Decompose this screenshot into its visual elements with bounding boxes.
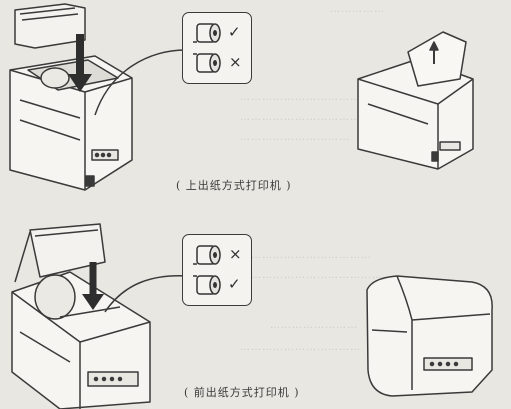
paper-roll-icon [193,53,221,73]
check-icon: ✓ [228,23,241,41]
bleed-through-text: …………………………………… [240,112,394,123]
arrow-down-icon [68,34,92,92]
bottom-caption: ( 前出纸方式打印机 ) [184,386,300,399]
paper-roll-icon [193,23,221,43]
bleed-through-text: ……………………………… [240,250,372,261]
paper-orientation-box-bottom: × ✓ [182,234,252,306]
cross-icon: × [229,53,242,71]
bleed-through-text: ……………………………… [240,92,372,103]
bleed-through-text: …………… [330,4,385,15]
top-printer-closed-illustration [357,31,474,170]
bottom-printer-open-illustration [11,223,151,409]
bottom-printer-closed-illustration [366,275,493,397]
top-caption: ( 上出纸方式打印机 ) [176,179,292,192]
bleed-through-text: ………………………… [240,132,350,143]
connector-line [104,274,189,313]
paper-orientation-box-top: ✓ × [182,12,252,84]
bleed-through-text: …………………… [270,320,358,331]
paper-roll-icon [193,275,221,295]
bleed-through-text: …………………………… [240,342,361,353]
check-icon: ✓ [228,275,241,293]
bleed-through-text: ………………………………… [240,270,383,281]
arrow-down-icon [82,262,104,310]
cross-icon: × [229,245,242,263]
connector-line [94,49,186,116]
paper-roll-icon [193,245,221,265]
